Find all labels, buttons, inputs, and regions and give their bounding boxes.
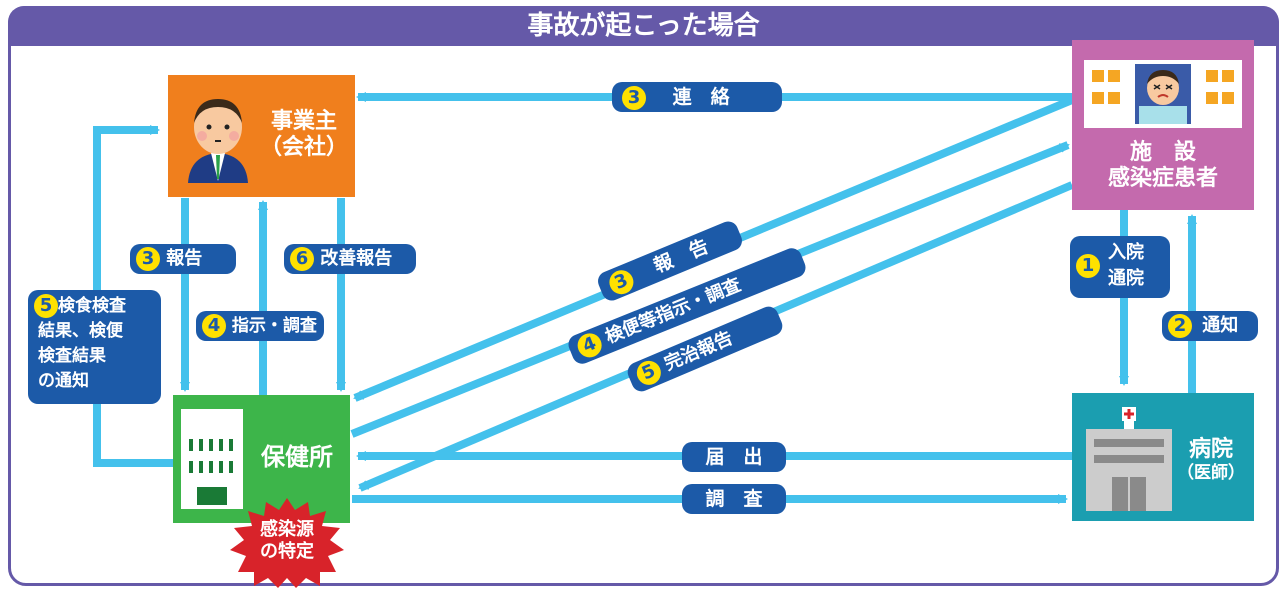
instruct-text: 指示・調査 (231, 316, 317, 336)
label-report-left: 3 報告 (130, 244, 236, 274)
infection-source-burst (230, 498, 344, 588)
notify-result-line1: 検食検査 (58, 296, 126, 316)
admit-line2: 通院 (1108, 268, 1144, 289)
number-badge: 4 (574, 329, 606, 361)
health-center-box: 保健所 (173, 395, 350, 523)
businessman-icon (188, 99, 248, 183)
number-badge: 2 (1168, 314, 1192, 338)
label-admit: 1 入院 通院 (1070, 236, 1170, 298)
sick-patient-icon (1135, 64, 1191, 124)
label-notify: 2 通知 (1162, 311, 1258, 341)
label-notification: 届 出 (682, 442, 786, 472)
diagram-title: 事故が起こった場合 (527, 11, 760, 41)
facility-sub: 感染症患者 (1107, 166, 1218, 192)
notify-result-line4: の通知 (38, 371, 89, 391)
label-improve: 6 改善報告 (284, 244, 416, 274)
number-badge: 5 (633, 357, 665, 389)
employer-sub: （会社） (259, 135, 348, 161)
number-badge: 6 (290, 247, 314, 271)
investigate-text: 調 査 (705, 488, 763, 510)
number-badge: 4 (202, 314, 226, 338)
employer-box: 事業主 （会社） (168, 75, 355, 197)
label-contact: 3 連 絡 (612, 82, 782, 112)
number-badge: 3 (622, 85, 646, 110)
label-instruct: 4 指示・調査 (196, 311, 324, 341)
notify-result-line2: 結果、検便 (38, 321, 123, 341)
hospital-name: 病院 (1188, 437, 1233, 462)
number-badge: 5 (34, 294, 58, 318)
admit-line1: 入院 (1108, 242, 1144, 263)
hospital-sub: （医師） (1177, 463, 1245, 484)
number-badge: 3 (605, 266, 637, 298)
hospital-building-icon (1086, 407, 1172, 511)
facility-box: 施 設 感染症患者 (1072, 40, 1254, 210)
health-center-name: 保健所 (261, 443, 333, 471)
employer-name: 事業主 (270, 109, 337, 134)
facility-name: 施 設 (1129, 140, 1196, 165)
label-investigate: 調 査 (682, 484, 786, 514)
government-building-icon (181, 409, 243, 509)
improve-text: 改善報告 (320, 248, 393, 269)
notify-text: 通知 (1202, 315, 1239, 336)
notification-text: 届 出 (705, 446, 763, 468)
hospital-box: 病院 （医師） (1072, 393, 1254, 521)
contact-text: 連 絡 (672, 86, 730, 108)
burst-line1: 感染源 (260, 519, 314, 540)
header-bar: 事故が起こった場合 (8, 6, 1279, 46)
notify-result-line3: 検査結果 (38, 346, 106, 366)
report-left-text: 報告 (166, 248, 203, 269)
burst-line2: の特定 (260, 540, 314, 562)
number-badge: 1 (1076, 254, 1100, 278)
number-badge: 3 (136, 247, 160, 271)
facility-building-icon (1084, 60, 1242, 128)
